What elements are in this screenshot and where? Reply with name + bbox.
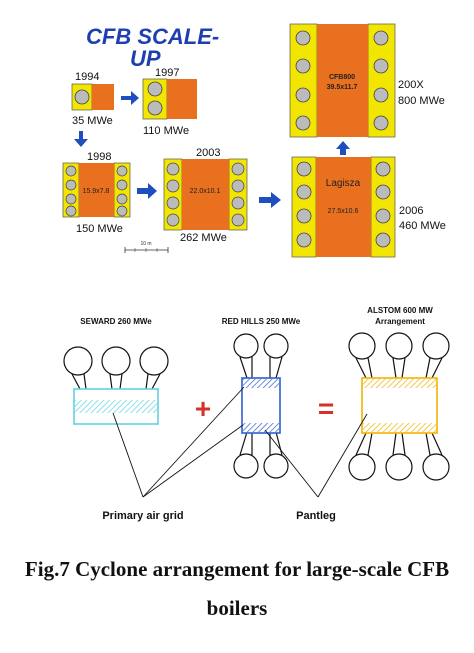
mw-1998: 150 MWe bbox=[76, 223, 123, 235]
dims-200x: 39.5x11.7 bbox=[327, 84, 358, 91]
redhills-pantleg-bottom bbox=[243, 423, 279, 432]
boiler-2003 bbox=[163, 158, 248, 231]
seward-arrangement bbox=[63, 346, 169, 390]
scaleup-title-line1: CFB SCALE- bbox=[86, 24, 219, 49]
year-1998: 1998 bbox=[87, 151, 111, 163]
pantleg-label: Pantleg bbox=[296, 510, 336, 522]
year-2006: 2006 bbox=[399, 205, 423, 217]
boiler-2006 bbox=[291, 156, 396, 258]
year-1994: 1994 bbox=[75, 71, 99, 83]
alstom-label-2: Arrangement bbox=[375, 317, 425, 326]
boiler-1994 bbox=[71, 83, 114, 111]
equals-sign: = bbox=[318, 393, 334, 424]
name-2006: Lagisza bbox=[326, 178, 361, 189]
arrow-1994-1998 bbox=[74, 131, 88, 147]
arrow-1994-1997 bbox=[121, 91, 139, 105]
boiler-1998 bbox=[62, 162, 131, 218]
boiler-200x bbox=[289, 23, 396, 138]
grid-label: Primary air grid bbox=[102, 510, 183, 522]
name-200x: CFB800 bbox=[329, 74, 355, 81]
seward-grid bbox=[75, 400, 157, 413]
arrow-2003-2006 bbox=[259, 192, 281, 208]
boiler-1997 bbox=[142, 78, 197, 120]
alstom-pantleg-top bbox=[363, 379, 436, 388]
dims-2003: 22.0x10.1 bbox=[190, 188, 221, 195]
year-2003: 2003 bbox=[196, 147, 220, 159]
alstom-arrangement bbox=[348, 332, 450, 481]
dims-1998: 15.9x7.8 bbox=[83, 188, 110, 195]
leader-lines bbox=[112, 386, 368, 498]
scale-bar bbox=[124, 247, 169, 253]
year-1997: 1997 bbox=[155, 67, 179, 79]
mw-1994: 35 MWe bbox=[72, 115, 113, 127]
arrow-2006-200x bbox=[336, 141, 350, 155]
year-200x: 200X bbox=[398, 79, 424, 91]
seward-label: SEWARD 260 MWe bbox=[80, 317, 152, 326]
caption-line-2: boilers bbox=[206, 596, 268, 620]
plus-sign: + bbox=[195, 393, 211, 424]
dims-2006: 27.5x10.6 bbox=[328, 208, 359, 215]
redhills-arrangement bbox=[233, 333, 289, 479]
mw-2006: 460 MWe bbox=[399, 220, 446, 232]
mw-2003: 262 MWe bbox=[180, 232, 227, 244]
mw-200x: 800 MWe bbox=[398, 95, 445, 107]
caption-line-1: Fig.7 Cyclone arrangement for large-scal… bbox=[24, 557, 450, 581]
scale-label: 10 m bbox=[140, 241, 151, 247]
alstom-label-1: ALSTOM 600 MW bbox=[367, 306, 433, 315]
redhills-label: RED HILLS 250 MWe bbox=[222, 317, 301, 326]
mw-1997: 110 MWe bbox=[143, 125, 189, 137]
alstom-pantleg-bottom bbox=[363, 423, 436, 432]
redhills-pantleg-top bbox=[243, 379, 279, 388]
scaleup-title-line2: UP bbox=[130, 46, 161, 71]
arrow-1998-2003 bbox=[137, 183, 157, 199]
